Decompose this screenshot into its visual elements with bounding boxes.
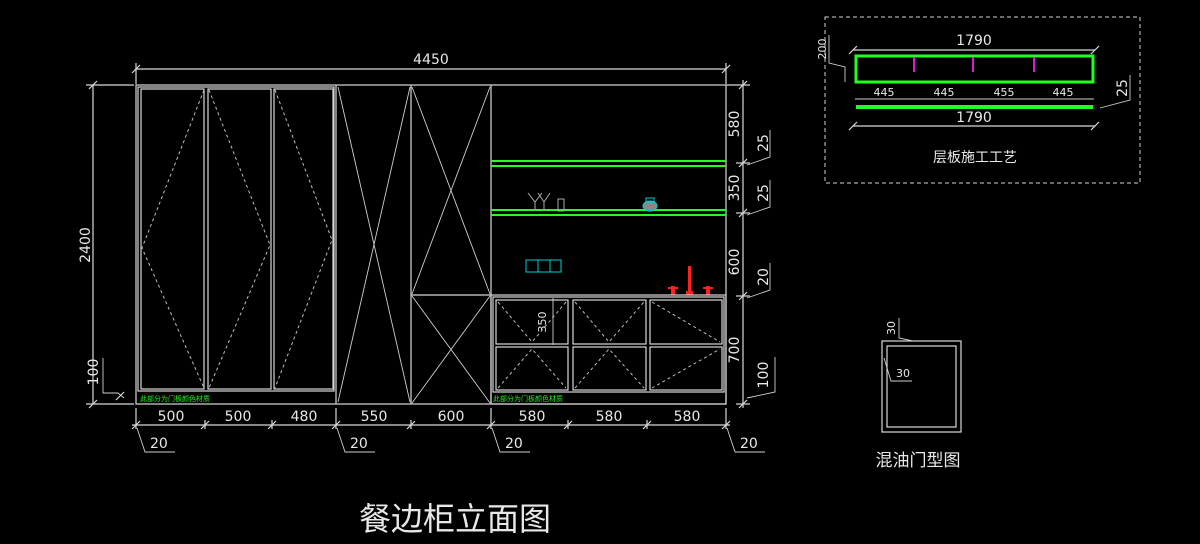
dim-580: 580: [727, 111, 743, 138]
plinth-right: 100: [756, 362, 772, 389]
overall-height-label: 2400: [78, 227, 94, 263]
segment-2: 445: [934, 86, 955, 99]
overall-height-dimension: 2400 100: [78, 80, 134, 409]
frame-top-dim: 30: [885, 321, 898, 335]
left-door-section: 此部分为门板颜色材质: [137, 86, 335, 403]
shelf-depth: 200: [816, 39, 829, 60]
dim-600: 600: [727, 249, 743, 276]
drawer-height-label: 350: [536, 312, 549, 333]
shelf-thickness: 25: [1115, 79, 1131, 97]
segment-4: 445: [1053, 86, 1074, 99]
material-note: 此部分为门板颜色材质: [140, 394, 210, 403]
dim-door-4: 550: [361, 409, 388, 425]
dim-drawer-1: 580: [519, 409, 546, 425]
counter-thickness: 20: [756, 268, 772, 286]
socket-panel-icon: [525, 259, 562, 273]
right-height-dimensions: 580 350 600 700 25 25 20 100: [726, 80, 776, 409]
plinth-height-label: 100: [86, 359, 102, 386]
dim-door-5: 600: [438, 409, 465, 425]
dim-700: 700: [727, 337, 743, 364]
overall-width-dimension: 4450: [131, 52, 731, 84]
dim-door-3: 480: [291, 409, 318, 425]
open-shelf-section: [491, 160, 726, 295]
segment-3: 455: [994, 86, 1015, 99]
wine-glass-icon: [527, 192, 565, 212]
shelf-length-top: 1790: [956, 33, 992, 49]
dim-drawer-2: 580: [596, 409, 623, 425]
dim-door-2: 500: [225, 409, 252, 425]
shelf-detail-caption: 层板施工工艺: [933, 150, 1017, 166]
gap-dim-2: 20: [350, 436, 368, 452]
dim-door-1: 500: [158, 409, 185, 425]
middle-door-section: [335, 85, 492, 404]
door-type-detail: 30 30 混油门型图: [876, 318, 962, 471]
shelf-thickness-1: 25: [756, 134, 772, 152]
faucet-icon: [668, 266, 713, 295]
shelf-length-bottom: 1790: [956, 110, 992, 126]
segment-1: 445: [874, 86, 895, 99]
vase-icon: [642, 197, 658, 212]
dim-drawer-3: 580: [674, 409, 701, 425]
cabinet-outline: [135, 84, 727, 405]
dim-350: 350: [727, 175, 743, 202]
material-note-right: 此部分为门板颜色材质: [493, 394, 563, 403]
door-type-caption: 混油门型图: [876, 451, 961, 471]
gap-dim-1: 20: [150, 436, 168, 452]
shelf-thickness-2: 25: [756, 184, 772, 202]
gap-dim-3: 20: [505, 436, 523, 452]
frame-side-dim: 30: [896, 367, 910, 380]
drawing-title: 餐边柜立面图: [359, 500, 551, 538]
drawer-cabinet: 350 此部分为门板颜色材质: [490, 294, 727, 405]
gap-dim-4: 20: [740, 436, 758, 452]
bottom-width-dimensions: 500 500 480 550 600 580 580 580 20 20 20…: [131, 408, 765, 453]
overall-width-label: 4450: [413, 52, 449, 68]
shelf-detail: 1790 200 445 445 455 445 1790 25 层板施工工艺: [816, 16, 1141, 184]
